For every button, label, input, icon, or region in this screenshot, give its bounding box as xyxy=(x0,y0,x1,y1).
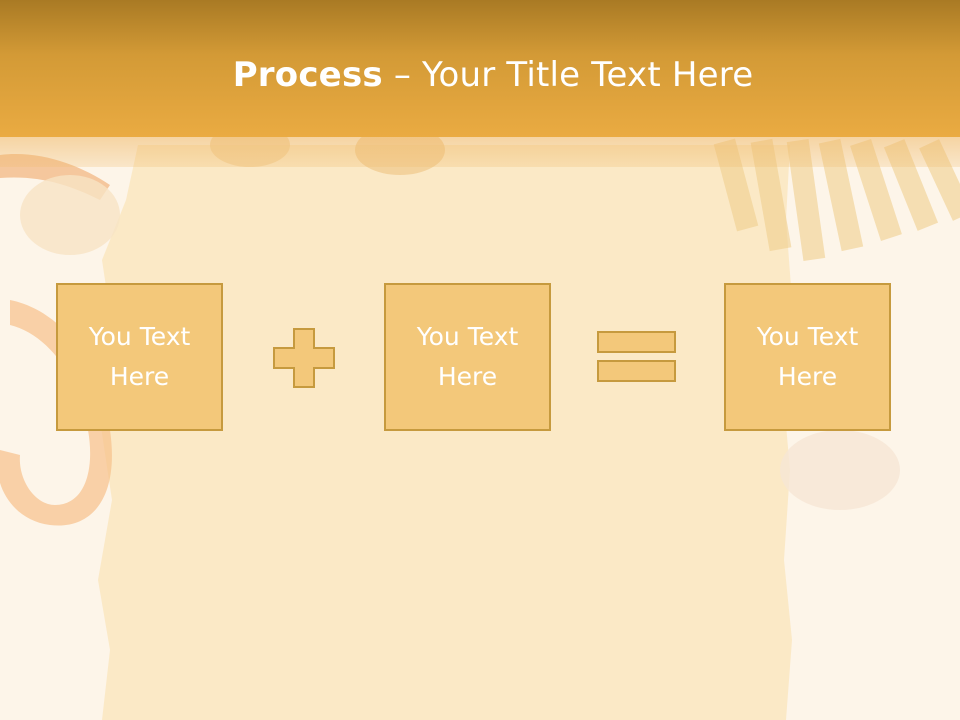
process-box-label: You Text Here xyxy=(416,322,519,391)
garlic-clove-icon xyxy=(20,175,120,255)
slide-title-rest: – Your Title Text Here xyxy=(382,55,754,95)
slide-title-strong: Process xyxy=(232,55,383,95)
title-bar-fade xyxy=(0,137,960,167)
process-box-label: You Text Here xyxy=(88,322,191,391)
process-box-label: You Text Here xyxy=(756,322,859,391)
garlic-clove-icon xyxy=(780,430,900,510)
plus-icon xyxy=(273,328,335,388)
process-box-3[interactable]: You Text Here xyxy=(724,283,891,431)
parchment-sheet xyxy=(98,145,792,720)
equals-icon xyxy=(597,331,676,382)
slide-title[interactable]: Process – Your Title Text Here xyxy=(0,52,960,98)
process-box-2[interactable]: You Text Here xyxy=(384,283,551,431)
process-box-1[interactable]: You Text Here xyxy=(56,283,223,431)
title-bar xyxy=(0,0,960,137)
